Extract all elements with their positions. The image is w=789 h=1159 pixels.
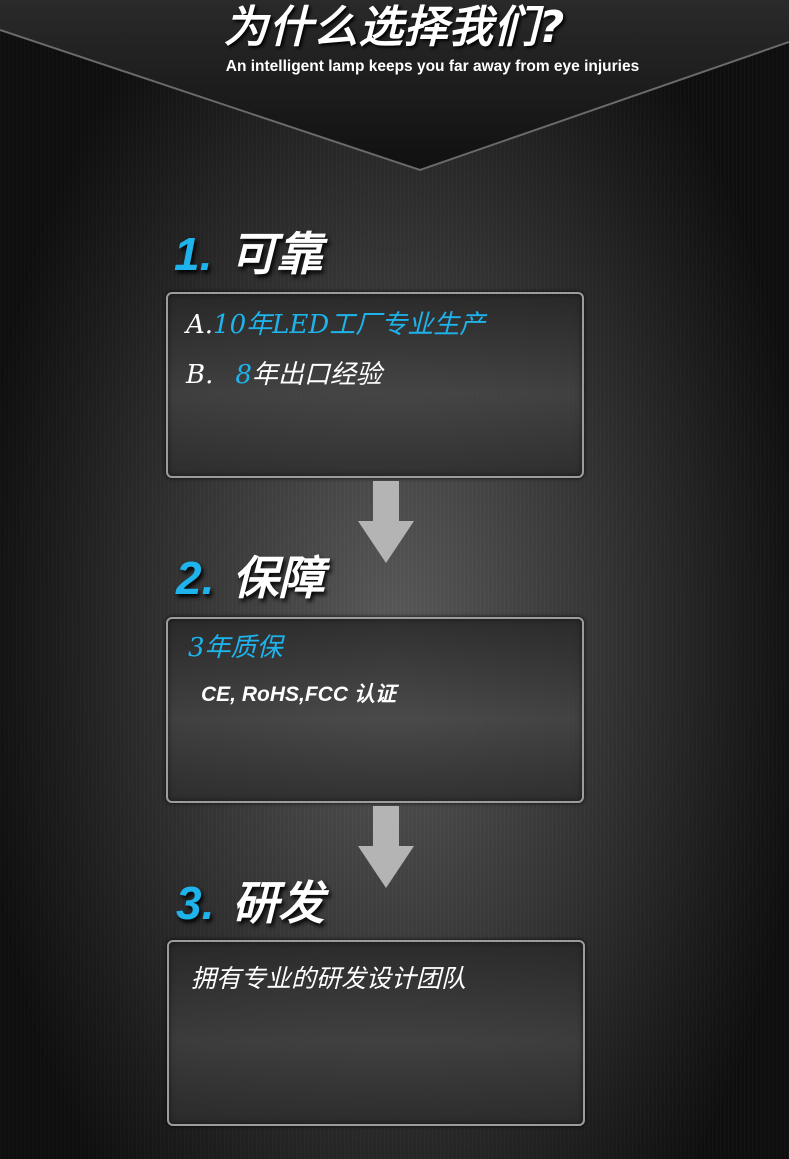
list-item: B. 8年出口经验 — [186, 358, 382, 392]
section-name: 保障 — [232, 551, 325, 605]
section-box-rnd: 拥有专业的研发设计团队 — [167, 940, 585, 1126]
section-box-guarantee: 3年质保 CE, RoHS,FCC 认证 — [166, 617, 584, 803]
list-item-prefix: A. — [186, 310, 214, 340]
section-heading-guarantee: 2. 保障 — [176, 550, 324, 606]
certification-text: CE, RoHS,FCC 认证 — [201, 683, 396, 706]
section-name: 可靠 — [230, 227, 323, 281]
list-item-prefix: B. — [186, 360, 214, 390]
page-subtitle: An intelligent lamp keeps you far away f… — [225, 58, 640, 75]
warranty-text: 3年质保 — [188, 633, 283, 663]
description-text: 拥有专业的研发设计团队 — [191, 964, 467, 993]
list-item: A.10年LED工厂专业生产 — [186, 308, 485, 342]
page-title: 为什么选择我们? — [223, 2, 566, 53]
section-number: 2. — [176, 552, 215, 604]
section-name: 研发 — [232, 876, 325, 930]
header-banner — [0, 0, 789, 172]
list-item-highlight: 8 — [235, 360, 252, 390]
section-heading-rnd: 3. 研发 — [176, 875, 324, 931]
section-box-reliable: A.10年LED工厂专业生产 B. 8年出口经验 — [166, 292, 584, 478]
down-arrow-icon — [358, 481, 414, 563]
list-item-highlight: 10年LED工厂专业生产 — [213, 310, 486, 340]
section-number: 1. — [174, 228, 213, 280]
section-number: 3. — [176, 877, 215, 929]
down-arrow-icon — [358, 806, 414, 888]
list-item-rest: 年出口经验 — [251, 360, 382, 390]
section-heading-reliable: 1. 可靠 — [174, 226, 322, 282]
